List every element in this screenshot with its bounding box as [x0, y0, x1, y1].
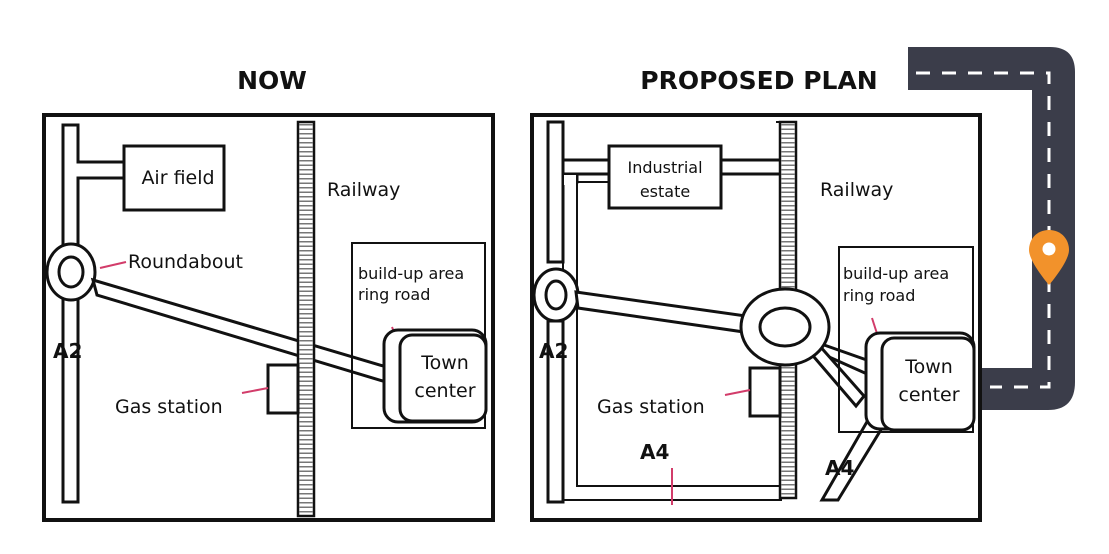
proposed-gas-station [748, 366, 782, 418]
proposed-a4-label-right: A4 [825, 456, 854, 480]
now-town-label-2: center [414, 380, 475, 402]
now-map: Air field Roundabout Railway build-up ar… [42, 113, 495, 522]
title-proposed-plan: PROPOSED PLAN [640, 66, 877, 95]
proposed-main-road [574, 290, 748, 334]
proposed-gas-station-label: Gas station [597, 396, 705, 418]
now-railway-label: Railway [327, 179, 400, 201]
proposed-town-center [880, 336, 976, 432]
map-pin-icon [1029, 230, 1069, 285]
now-a2-road [61, 123, 126, 252]
now-town-center [398, 333, 488, 423]
now-build-up-label-1: build-up area [358, 264, 464, 283]
proposed-industrial-label-1: Industrial [627, 158, 702, 177]
proposed-railway-label: Railway [820, 179, 893, 201]
proposed-build-up-label-1: build-up area [843, 264, 949, 283]
now-gas-station [266, 363, 300, 415]
proposed-a2-label: A2 [539, 339, 568, 363]
now-roundabout-label: Roundabout [128, 251, 243, 273]
route-road-decoration [908, 47, 1075, 410]
now-build-up-label-2: ring road [358, 285, 430, 304]
proposed-industrial-label-2: estate [640, 182, 690, 201]
now-build-up-area [351, 242, 486, 429]
proposed-industrial-estate [607, 144, 723, 210]
proposed-map-frame [530, 113, 982, 522]
now-railway [296, 120, 316, 518]
now-air-field [122, 144, 226, 212]
now-gas-station-label: Gas station [115, 396, 223, 418]
proposed-map: Industrial estate Railway build-up area … [530, 113, 982, 522]
now-main-road [90, 277, 392, 384]
proposed-build-up-label-2: ring road [843, 286, 915, 305]
now-town-label-1: Town [420, 352, 469, 374]
proposed-town-label-2: center [898, 384, 959, 406]
now-map-frame [42, 113, 495, 522]
title-now: NOW [237, 66, 307, 95]
proposed-a4-label-left: A4 [640, 440, 669, 464]
now-a2-label: A2 [53, 339, 82, 363]
proposed-town-label-1: Town [904, 356, 953, 378]
now-air-field-label: Air field [141, 167, 214, 189]
